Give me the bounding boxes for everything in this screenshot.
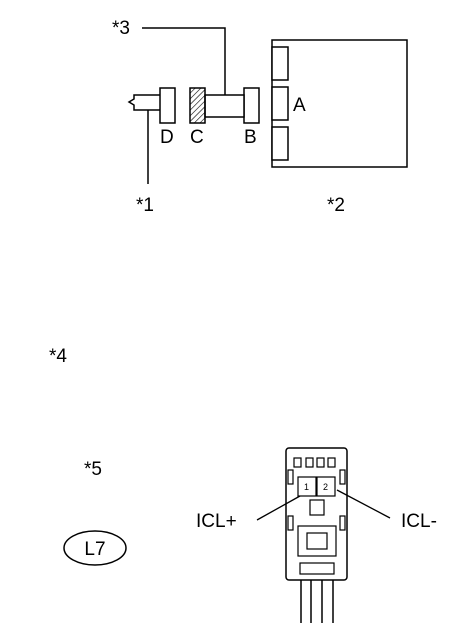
- upper-diagram: [127, 27, 408, 184]
- connector-c: [189, 87, 206, 124]
- label-c: C: [190, 127, 204, 148]
- callout-2: *2: [327, 195, 345, 216]
- label-a: A: [293, 95, 306, 116]
- cable-end: [127, 94, 160, 111]
- ecu-socket-bottom: [271, 126, 289, 161]
- callout-3: *3: [112, 18, 130, 39]
- connector-d: [159, 87, 176, 124]
- leader-3: [142, 27, 226, 95]
- leader-icl-minus: [336, 489, 391, 519]
- label-d: D: [160, 127, 174, 148]
- connector-code-oval: [63, 530, 127, 566]
- harness-segment: [204, 94, 245, 118]
- terminal-cavity-1: [297, 476, 317, 497]
- connector-code: L7: [84, 539, 105, 560]
- callout-4: *4: [49, 346, 67, 367]
- ecu-body: [271, 39, 408, 168]
- terminal-icl-minus: ICL-: [401, 511, 437, 532]
- pin-1: 1: [304, 482, 309, 492]
- terminal-cavity-2: [316, 476, 336, 497]
- terminal-icl-plus: ICL+: [196, 511, 237, 532]
- leader-icl-plus: [256, 495, 301, 521]
- ecu-socket-top: [271, 46, 289, 81]
- callout-1: *1: [136, 195, 154, 216]
- connector-b: [243, 87, 260, 124]
- label-b: B: [244, 127, 257, 148]
- connector-front-view: [285, 447, 348, 623]
- pin-2: 2: [323, 482, 328, 492]
- ecu-socket-a: [271, 86, 289, 121]
- callout-5: *5: [84, 459, 102, 480]
